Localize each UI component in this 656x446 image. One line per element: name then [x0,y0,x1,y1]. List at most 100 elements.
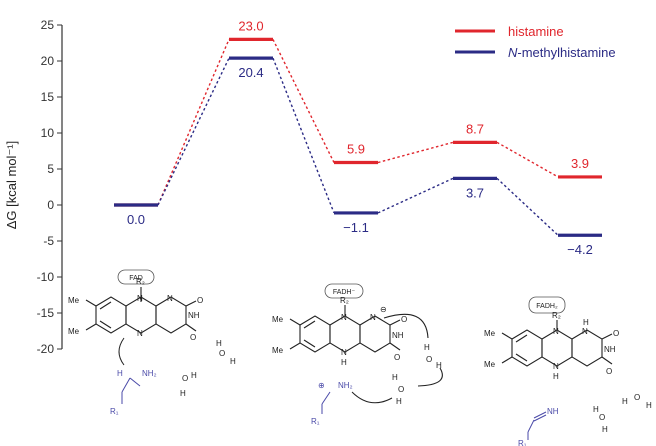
fadh2-o-bottom: O [606,367,612,376]
fad-me-bottom: Me [68,327,80,336]
fad-n-bottom: N [137,329,143,338]
value-label-n-methylhistamine: 0.0 [127,212,145,227]
series-connectors [157,39,559,236]
legend: histamine N-methylhistamine [455,24,616,60]
fadh-minus-water2-h1: H [392,373,398,382]
value-label-histamine: 23.0 [238,18,263,33]
fad-water2-h2: H [180,389,186,398]
fadh-minus-amine-nh2: NH₂ [338,381,353,390]
fad-o-top: O [197,296,203,305]
y-tick-label: -20 [37,342,55,356]
fad-n-top: N [137,294,143,303]
value-label-n-methylhistamine: 20.4 [238,65,263,80]
fad-r2: R₂ [136,277,145,286]
fadh-minus-me-top: Me [272,315,284,324]
fadh2-water1-o: O [599,413,605,422]
connector-n-methylhistamine [377,177,454,214]
fad-water1-o: O [219,349,225,358]
y-tick-label: -10 [37,270,55,284]
fadh-minus-me-bottom: Me [272,346,284,355]
fadh-minus-box [324,283,364,299]
fadh2-me-bottom: Me [484,360,496,369]
fadh2-r2: R₂ [552,311,561,320]
fadh2-water2-h1: H [622,397,628,406]
fadh2-imine-bonds [527,411,547,440]
fadh-minus-r2: R₂ [340,296,349,305]
fadh2-h-top: H [583,318,589,327]
fad-n-ring: N [167,294,173,303]
fadh2-o-top: O [613,329,619,338]
fadh2-n-ring: N [582,327,588,336]
fadh-minus-water1-h2: H [436,361,442,370]
legend-label-italic-part: N [508,45,518,60]
fadh2-structure: FADH₂ R₂ Me Me N N H N H O NH O [484,296,652,446]
fad-water1-h1: H [216,339,222,348]
value-label-histamine: 3.9 [571,156,589,171]
fadh-minus-o-bottom: O [394,353,400,362]
fadh-minus-water1-h1: H [424,343,430,352]
fadh-minus-structure: FADH⁻ R₂ Me Me N N H N ⊖ O NH O [272,283,443,426]
fad-water2-h1: H [191,371,197,380]
fadh2-water1-h2: H [602,425,608,434]
value-label-n-methylhistamine: −4.2 [567,242,593,257]
fadh2-n-top: N [553,327,559,336]
fad-me-top: Me [68,296,80,305]
connector-histamine [377,141,454,164]
fadh-minus-amine-bonds [321,391,393,414]
value-labels: 23.0 5.9 8.7 3.9 0.0 20.4 −1.1 3.7 −4.2 [127,18,593,257]
legend-label-rest-part: -methylhistamine [517,45,615,60]
fadh-minus-water2-o: O [398,385,404,394]
fad-ring-bonds [85,287,197,334]
value-label-histamine: 8.7 [466,121,484,136]
fadh-minus-water2-h2: H [396,397,402,406]
fadh-minus-water1-o: O [426,355,432,364]
fadh-minus-nh: NH [392,331,404,340]
y-tick-label: 5 [47,162,54,176]
connector-histamine [157,39,230,206]
connector-histamine [272,39,335,163]
fad-water1-h2: H [230,357,236,366]
value-label-histamine: 5.9 [347,142,365,157]
fadh2-h-bottom: H [553,372,559,381]
fad-o-bottom: O [190,333,196,342]
fadh2-nh: NH [604,345,616,354]
fad-box-label: FAD [129,275,143,282]
fadh-minus-n-bottom: N [341,348,347,357]
fad-amine-nh2: NH₂ [142,369,157,378]
fadh2-ring-bonds [501,320,613,367]
fad-water2-o: O [182,374,188,383]
value-label-n-methylhistamine: 3.7 [466,185,484,200]
legend-label-n-methylhistamine: N-methylhistamine [508,45,616,60]
connector-histamine [496,141,559,178]
value-label-n-methylhistamine: −1.1 [343,220,369,235]
y-tick-label: 0 [47,198,54,212]
fadh-minus-ring-bonds [289,305,443,387]
fadh2-imine-nh: NH [547,407,559,416]
connector-n-methylhistamine [157,57,230,206]
connector-n-methylhistamine [272,57,335,214]
fadh-minus-amine-charge: ⊕ [318,381,325,390]
fadh2-water2-o: O [634,393,640,402]
fad-amine-bonds [118,337,141,404]
fadh-minus-charge: ⊖ [380,305,387,314]
y-tick-label: -15 [37,306,55,320]
y-tick-label: 15 [41,90,55,104]
fad-amine-h: H [117,369,123,378]
fadh2-box-label: FADH₂ [536,303,558,310]
connector-n-methylhistamine [496,177,559,236]
fadh-minus-amine-r1: R₁ [311,417,320,426]
fadh-minus-h-bottom: H [341,358,347,367]
fadh-minus-box-label: FADH⁻ [333,289,356,296]
fadh2-me-top: Me [484,329,496,338]
fadh2-water1-h1: H [593,405,599,414]
y-axis-label: ΔG [kcal mol⁻¹] [4,141,19,230]
fadh-minus-n-ring: N [370,313,376,322]
y-tick-label: 25 [41,18,55,32]
fadh-minus-n-top: N [341,313,347,322]
y-tick-label: -5 [43,234,54,248]
fad-box [117,269,155,285]
fadh2-n-bottom: N [553,362,559,371]
legend-label-histamine: histamine [508,24,564,39]
